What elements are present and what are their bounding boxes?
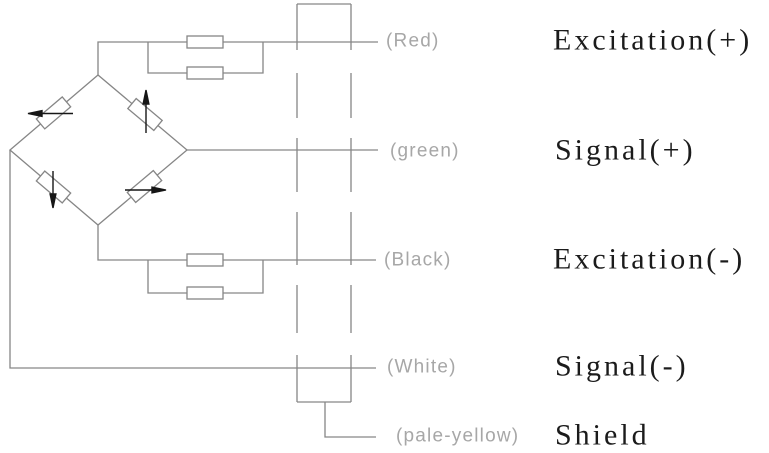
- wire-excitation-negative: [97, 225, 376, 294]
- wire-function-label-excitation-positive: Excitation(+): [553, 23, 753, 57]
- arrow-down-icon: [49, 171, 57, 209]
- wire-function-label-signal-negative: Signal(-): [555, 349, 689, 383]
- wire-color-label-white: (White): [387, 356, 457, 378]
- wire-function-label-shield: Shield: [555, 418, 650, 452]
- wire-excitation-positive: [97, 41, 378, 75]
- wire-color-label-green: (green): [390, 140, 460, 162]
- wire-signal-negative: [9, 150, 376, 369]
- wire-color-label-black: (Black): [384, 249, 452, 271]
- cable-boundary: [296, 3, 352, 403]
- arrow-right-icon: [125, 186, 167, 194]
- wire-function-label-signal-positive: Signal(+): [555, 133, 696, 167]
- wire-color-label-red: (Red): [386, 30, 440, 52]
- wire-color-label-pale-yellow: (pale-yellow): [396, 425, 520, 447]
- wire-function-label-excitation-negative: Excitation(-): [553, 242, 746, 276]
- arrow-up-icon: [142, 89, 150, 133]
- compensation-resistors-top: [186, 35, 224, 80]
- strain-gauge-upper-right: [126, 97, 164, 132]
- wheatstone-bridge: [8, 74, 189, 226]
- strain-gauge-lower-right: [126, 169, 163, 204]
- compensation-resistors-bottom: [186, 253, 224, 300]
- wire-shield: [324, 402, 376, 438]
- arrow-left-icon: [27, 109, 73, 118]
